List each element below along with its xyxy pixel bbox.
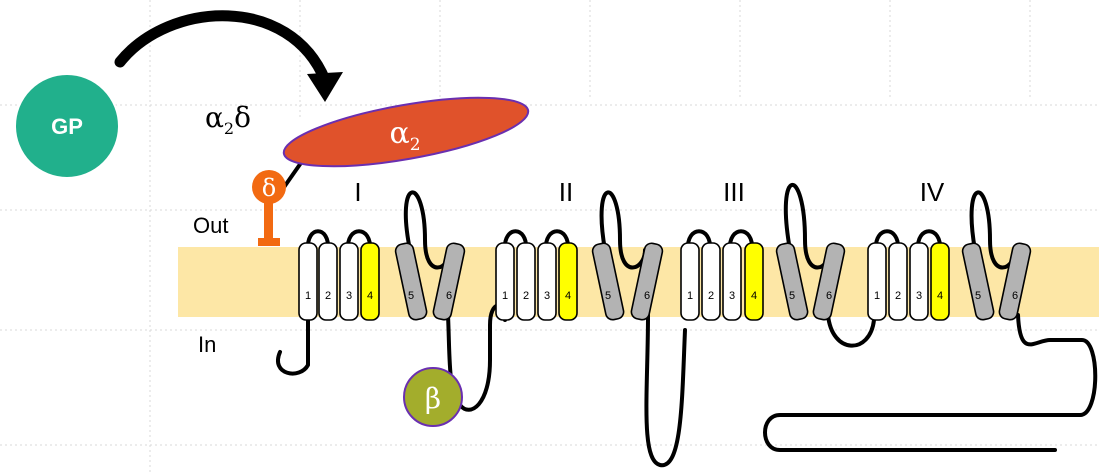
binding-arrow: [114, 10, 331, 86]
svg-text:1: 1: [502, 290, 508, 302]
gp-label: GP: [51, 114, 83, 139]
svg-text:5: 5: [605, 290, 611, 302]
svg-text:6: 6: [644, 290, 650, 302]
domain-i-segments: 1 2 3 4 5 6: [298, 242, 466, 321]
svg-text:5: 5: [975, 290, 981, 302]
domain-i-segment-3: [339, 242, 359, 321]
domain-label-iv: IV: [920, 177, 945, 207]
svg-text:6: 6: [446, 290, 452, 302]
svg-text:3: 3: [916, 290, 922, 302]
domain-ii-segment-4: [558, 242, 578, 321]
svg-text:1: 1: [305, 290, 311, 302]
domain-iv-segment-6: [998, 242, 1032, 321]
domain-iii-segment-5: [775, 242, 809, 321]
domain-i-segment-5: [394, 242, 428, 321]
svg-text:3: 3: [346, 290, 352, 302]
out-label: Out: [193, 213, 228, 238]
domain-i-segment-6: [432, 242, 466, 321]
domain-iii-segment-3: [722, 242, 742, 321]
binding-arrowhead: [307, 72, 343, 102]
domain-iii-segment-6: [812, 242, 846, 321]
domain-iii-segment-2: [701, 242, 721, 321]
domain-ii-segment-5: [591, 242, 625, 321]
alpha2-label: α: [389, 116, 409, 151]
domain-i-segment-1: [298, 242, 318, 321]
domain-ii-segment-6: [630, 242, 664, 321]
delta-subunit: δ: [252, 170, 286, 246]
domain-label-i: I: [354, 177, 361, 207]
domain-i-segment-2: [318, 242, 338, 321]
svg-text:4: 4: [937, 290, 943, 302]
domain-iii-segment-1: [680, 242, 700, 321]
domain-iv-segments: 1 2 3 4 5 6: [867, 242, 1032, 321]
domain-iv-segment-5: [961, 242, 995, 321]
svg-text:2: 2: [708, 290, 714, 302]
svg-text:6: 6: [826, 290, 832, 302]
domain-i-segment-4: [360, 242, 380, 321]
domain-label-iii: III: [723, 177, 745, 207]
svg-text:3: 3: [729, 290, 735, 302]
svg-text:2: 2: [895, 290, 901, 302]
svg-text:5: 5: [408, 290, 414, 302]
svg-text:3: 3: [544, 290, 550, 302]
domain-ii-segment-1: [495, 242, 515, 321]
svg-text:4: 4: [565, 290, 571, 302]
domain-iv-segment-2: [888, 242, 908, 321]
svg-text:4: 4: [367, 290, 373, 302]
svg-text:6: 6: [1012, 290, 1018, 302]
domain-iv-segment-4: [930, 242, 950, 321]
gp-molecule: GP: [14, 73, 120, 179]
domain-iii-segments: 1 2 3 4 5 6: [680, 242, 846, 321]
svg-text:2: 2: [523, 290, 529, 302]
beta-label: β: [425, 382, 441, 415]
in-label: In: [198, 332, 216, 357]
channel-backbone: [276, 183, 1098, 468]
svg-text:α2: α2: [389, 116, 420, 155]
domain-ii-segment-2: [516, 242, 536, 321]
svg-text:1: 1: [874, 290, 880, 302]
domain-ii-segment-3: [537, 242, 557, 321]
svg-text:5: 5: [789, 290, 795, 302]
svg-text:4: 4: [751, 290, 757, 302]
domain-ii-segments: 1 2 3 4 5 6: [495, 242, 664, 321]
alpha2delta-label: α2δ: [205, 101, 251, 138]
svg-text:1: 1: [687, 290, 693, 302]
domain-iii-segment-4: [744, 242, 764, 321]
alpha2-subunit: α2: [282, 96, 530, 168]
domain-iv-segment-1: [867, 242, 887, 321]
svg-text:2: 2: [325, 290, 331, 302]
domain-label-ii: II: [559, 177, 573, 207]
delta-label: δ: [262, 174, 276, 202]
beta-subunit: β: [403, 367, 463, 427]
domain-iv-segment-3: [909, 242, 929, 321]
